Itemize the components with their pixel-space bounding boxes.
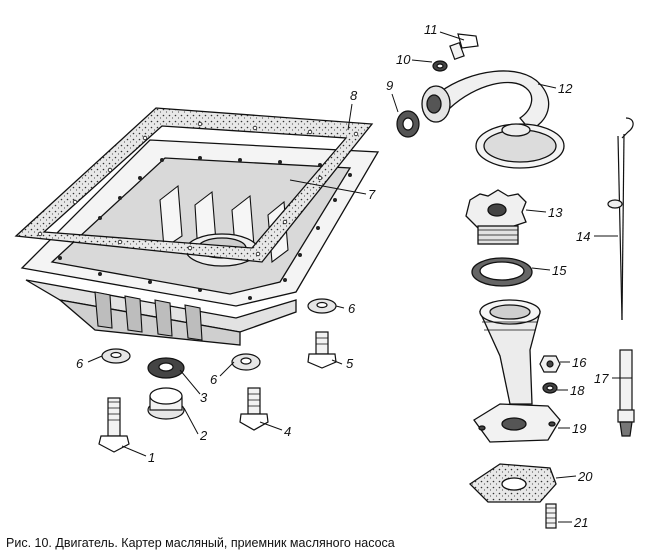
bolt-11 [449,33,479,61]
callout-20: 20 [577,469,593,484]
callout-15: 15 [552,263,567,278]
lock-washer-10 [432,60,448,72]
callout-6a: 6 [76,356,84,371]
callout-3: 3 [200,390,208,405]
oil-pan [20,139,380,346]
bolt-1 [98,397,130,453]
callout-14: 14 [576,229,590,244]
callout-10: 10 [396,52,411,67]
callout-2: 2 [199,428,208,443]
washer-18 [542,382,558,394]
callout-5: 5 [346,356,354,371]
callout-19: 19 [572,421,586,436]
gasket-20 [468,463,557,503]
gasket [14,107,374,263]
callout-12: 12 [558,81,573,96]
drain-plug [147,387,185,420]
filler-neck-19 [473,299,561,443]
dipstick-tube-17 [617,349,635,437]
drain-plug-washer [147,357,185,379]
gasket-15 [471,257,533,287]
callout-labels: 1 2 3 4 5 6 6 6 7 8 9 10 11 12 13 14 15 … [76,22,609,530]
figure-caption: Рис. 10. Двигатель. Картер масляный, при… [6,536,395,550]
stud-21 [545,503,557,529]
bolt-5 [307,331,337,369]
callout-18: 18 [570,383,585,398]
nut-16 [539,355,561,373]
callout-16: 16 [572,355,587,370]
callout-7: 7 [368,187,376,202]
callout-21: 21 [573,515,588,530]
leader-lines [87,31,632,523]
gasket-9 [396,110,420,138]
callout-11: 11 [424,22,438,37]
callout-1: 1 [148,450,155,465]
callout-6c: 6 [348,301,356,316]
callout-9: 9 [386,78,393,93]
callout-13: 13 [548,205,563,220]
bolt-4 [239,387,269,431]
callout-4: 4 [284,424,291,439]
washer-6 [101,298,337,371]
dipstick-14 [607,117,634,321]
callout-6b: 6 [210,372,218,387]
callout-8: 8 [350,88,358,103]
oil-pickup-12 [421,70,565,169]
exploded-view-drawing: 1 2 3 4 5 6 6 6 7 8 9 10 11 12 13 14 15 … [14,22,635,530]
filler-cap-13 [465,189,527,245]
callout-17: 17 [594,371,609,386]
